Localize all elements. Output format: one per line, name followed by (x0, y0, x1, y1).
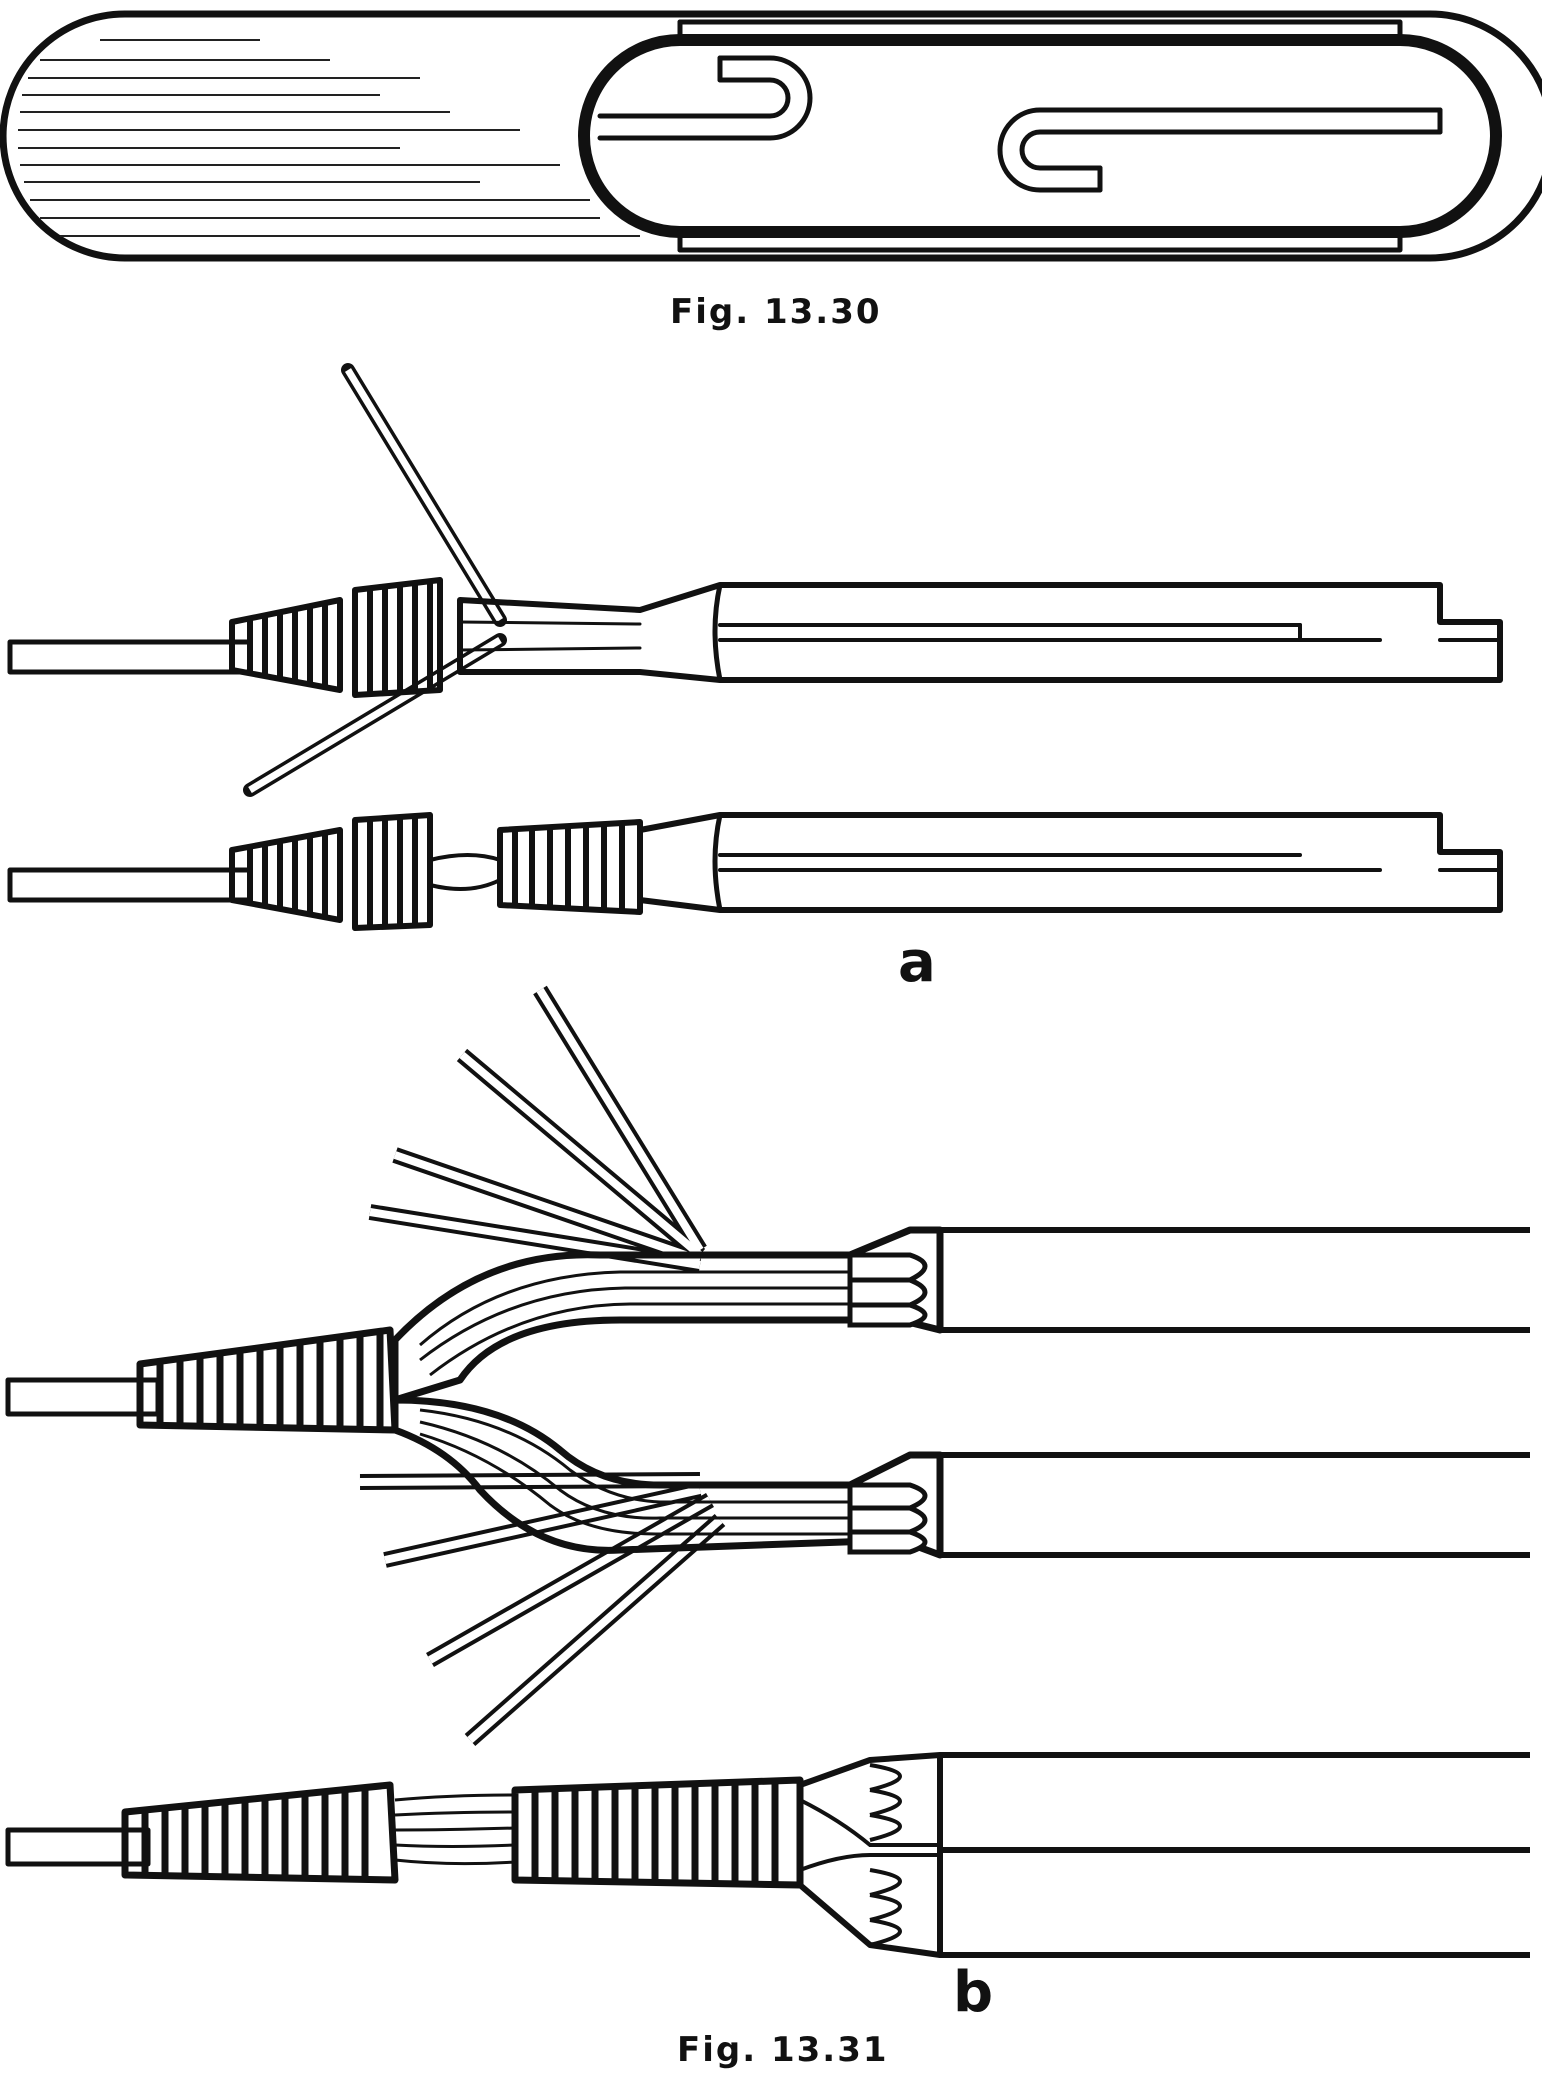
fig-13-31a-lower-rope (7, 812, 1503, 931)
hatching (18, 39, 640, 237)
whipping-coil (352, 577, 443, 698)
fig-13-31b-lower-rope (5, 1752, 1530, 1958)
whipping-coil (229, 597, 343, 693)
fig-13-31a-upper-rope (7, 363, 1503, 797)
fig-13-31b-upper-rope (5, 985, 1530, 1747)
fig-13-30-capsule (0, 10, 1542, 262)
sub-label-b: b (953, 1960, 994, 2025)
figure-caption-13-30: Fig. 13.30 (670, 292, 882, 332)
figure-caption-13-31: Fig. 13.31 (677, 2030, 889, 2070)
sub-label-a: a (898, 930, 936, 995)
fanned-strands (368, 985, 707, 1273)
